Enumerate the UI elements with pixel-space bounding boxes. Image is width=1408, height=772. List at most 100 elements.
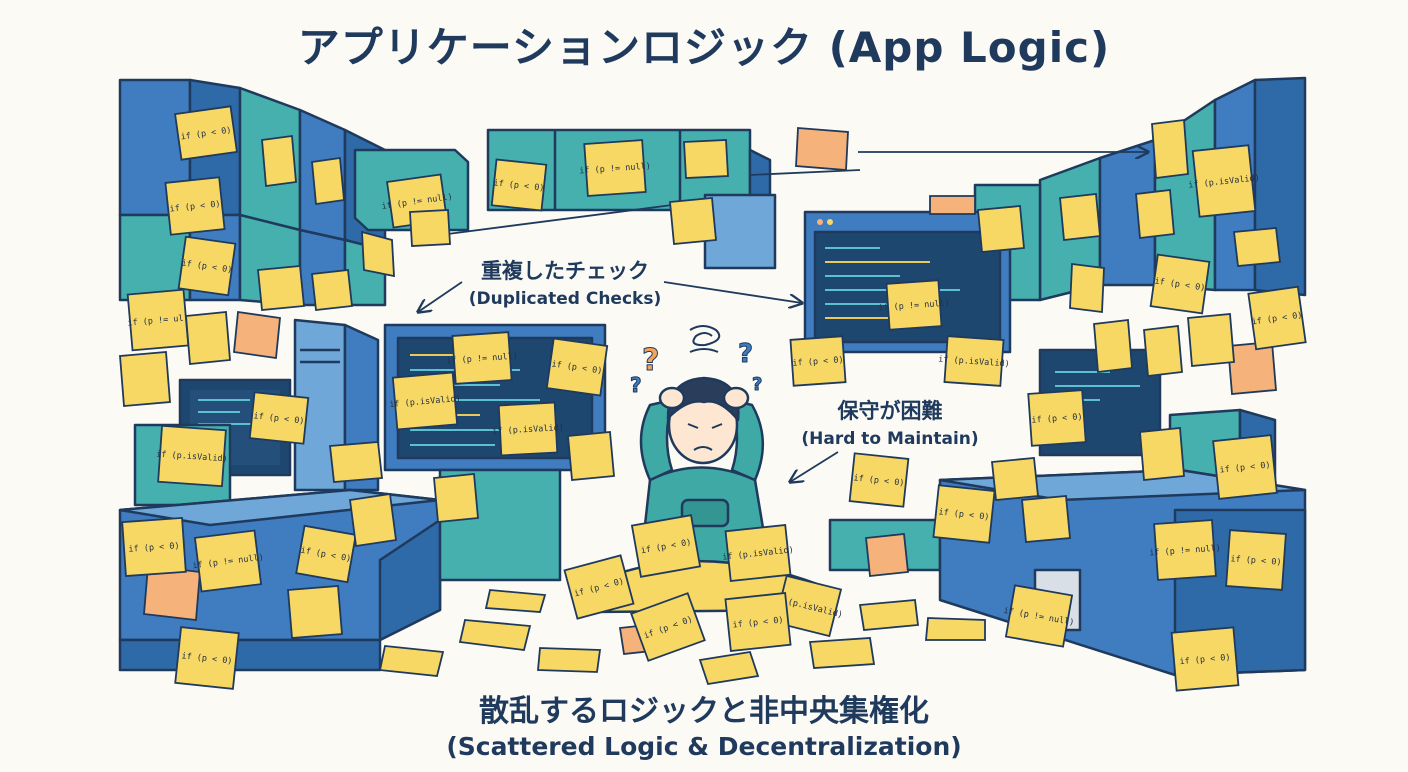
sticky-note-n15: if (p < 0): [174, 626, 240, 690]
sticky-note-paper: [1170, 626, 1240, 692]
sticky-note-n31: if (p < 0): [932, 484, 996, 544]
right-wall-cabinets: [973, 76, 1307, 302]
sticky-note-n07: if (p < 0): [490, 158, 548, 212]
blank-stickies: [119, 118, 1282, 639]
sticky-note-paper: [174, 105, 238, 161]
sticky-note-paper: [630, 592, 706, 662]
sticky-note-n28: if (p != null): [1149, 519, 1221, 581]
hard-to-maintain-en: (Hard to Maintain): [801, 429, 979, 449]
sticky-note-paper: [1247, 285, 1307, 351]
sticky-note-n05: if (p.isValid): [156, 424, 228, 488]
sticky-note-paper: [630, 514, 702, 578]
duplicated-checks-label: 重複したチェック (Duplicated Checks): [440, 255, 690, 309]
sticky-note-n37: if (p < 0): [724, 592, 792, 652]
sticky-note-n12: if (p < 0): [545, 337, 609, 397]
sticky-note-paper: [583, 139, 647, 197]
sticky-note-text: if (p.isValid): [156, 450, 228, 465]
sticky-note-paper: [1212, 434, 1278, 500]
svg-text:?: ?: [642, 343, 659, 378]
sticky-note-text: if (p < 0): [1179, 653, 1231, 667]
duplicated-checks-jp: 重複したチェック: [481, 259, 649, 283]
svg-text:?: ?: [738, 339, 753, 369]
duplicated-checks-en: (Duplicated Checks): [468, 289, 662, 309]
sticky-note-n20: if (p < 0): [789, 335, 847, 387]
sticky-note-paper: [248, 391, 310, 445]
sticky-note-n21: if (p.isValid): [1188, 144, 1260, 218]
sticky-note-text: if (p != null): [446, 352, 518, 367]
sticky-note-paper: [391, 371, 459, 431]
sticky-note-text: if (p != null): [1149, 544, 1221, 559]
sticky-note-paper: [121, 517, 187, 577]
sticky-note-paper: [932, 484, 996, 544]
sticky-note-paper: [164, 176, 226, 236]
sticky-note-n19: if (p.isValid): [938, 335, 1010, 387]
sticky-note-text: if (p < 0): [1230, 554, 1282, 568]
sticky-note-paper: [943, 335, 1005, 387]
sticky-note-n18: if (p != null): [878, 279, 950, 331]
scattered-logic-jp: 散乱するロジックと非中央集権化: [479, 694, 929, 729]
sticky-note-n03: if (p < 0): [177, 235, 237, 297]
sticky-note-text: if (p != null): [579, 162, 651, 177]
sticky-note-paper: [724, 524, 792, 582]
sticky-note-n29: if (p < 0): [1225, 529, 1287, 591]
sticky-note-paper: [885, 279, 943, 331]
sticky-note-paper: [848, 452, 910, 508]
sticky-note-n23: if (p < 0): [1247, 285, 1307, 351]
sticky-note-text: if (p < 0): [128, 541, 180, 555]
sticky-note-n09: if (p.isValid): [389, 371, 461, 431]
sticky-note-n24: if (p < 0): [1027, 389, 1087, 447]
sticky-note-paper: [177, 235, 237, 297]
sticky-note-paper: [157, 424, 227, 488]
sticky-note-paper: [724, 592, 792, 652]
sticky-note-paper: [563, 554, 635, 620]
scattered-logic-en: (Scattered Logic & Decentralization): [446, 732, 962, 761]
sticky-note-text: if (p != null): [878, 299, 950, 314]
sticky-note-text: if (p.isValid): [938, 355, 1010, 370]
connector-top: [439, 204, 673, 236]
hard-to-maintain-jp: 保守が困難: [837, 399, 943, 423]
sticky-note-n14: if (p < 0): [121, 517, 187, 577]
sticky-note-n30: if (p < 0): [1170, 626, 1240, 692]
sticky-note-n16: if (p != null): [192, 529, 264, 593]
sticky-note-paper: [1225, 529, 1287, 591]
floor-papers: [143, 127, 1277, 686]
sticky-note-n01: if (p < 0): [174, 105, 238, 161]
sticky-note-n13: if (p != null): [446, 331, 518, 385]
page-title: アプリケーションロジック (App Logic): [297, 23, 1111, 72]
sticky-note-n32: if (p != null): [1003, 584, 1075, 648]
sticky-note-paper: [1004, 584, 1074, 648]
sticky-note-paper: [1191, 144, 1257, 218]
hard-to-maintain-label: 保守が困難 (Hard to Maintain): [790, 395, 990, 449]
sticky-note-paper: [1153, 519, 1217, 581]
svg-text:?: ?: [752, 374, 762, 395]
scattered-logic-caption: 散乱するロジックと非中央集権化 (Scattered Logic & Decen…: [354, 686, 1054, 761]
sticky-note-paper: [451, 331, 513, 385]
arrow-hard: [790, 451, 839, 482]
sticky-notes: if (p < 0)if (p < 0)if (p < 0)if (p != u…: [121, 105, 1307, 692]
arrow-dup-left: [418, 281, 463, 312]
sticky-note-text: if (p.isValid): [492, 423, 564, 437]
sticky-note-text: if (p < 0): [792, 355, 844, 369]
sticky-note-paper: [497, 401, 559, 457]
sticky-note-n22: if (p < 0): [1149, 253, 1211, 315]
connector-top-2: [749, 169, 861, 176]
sticky-note-n11: if (p.isValid): [492, 401, 564, 457]
sticky-note-paper: [1149, 253, 1211, 315]
sticky-note-n10: if (p < 0): [248, 391, 310, 445]
sticky-note-n36: if (p < 0): [630, 592, 706, 662]
sticky-note-n35: if (p.isValid): [722, 524, 794, 582]
arrow-dup-right: [663, 281, 802, 303]
sticky-note-n33: if (p < 0): [630, 514, 702, 578]
sticky-note-n04: if (p != ul): [126, 288, 190, 352]
sticky-note-paper: [295, 524, 357, 584]
sticky-note-n27: if (p < 0): [848, 452, 910, 508]
sticky-note-n26: if (p < 0): [1212, 434, 1278, 500]
sticky-note-paper: [174, 626, 240, 690]
sticky-note-paper: [1027, 389, 1087, 447]
sticky-note-n17: if (p < 0): [295, 524, 357, 584]
sticky-note-paper: [789, 335, 847, 387]
sticky-note-paper: [545, 337, 609, 397]
sticky-note-paper: [193, 529, 263, 593]
